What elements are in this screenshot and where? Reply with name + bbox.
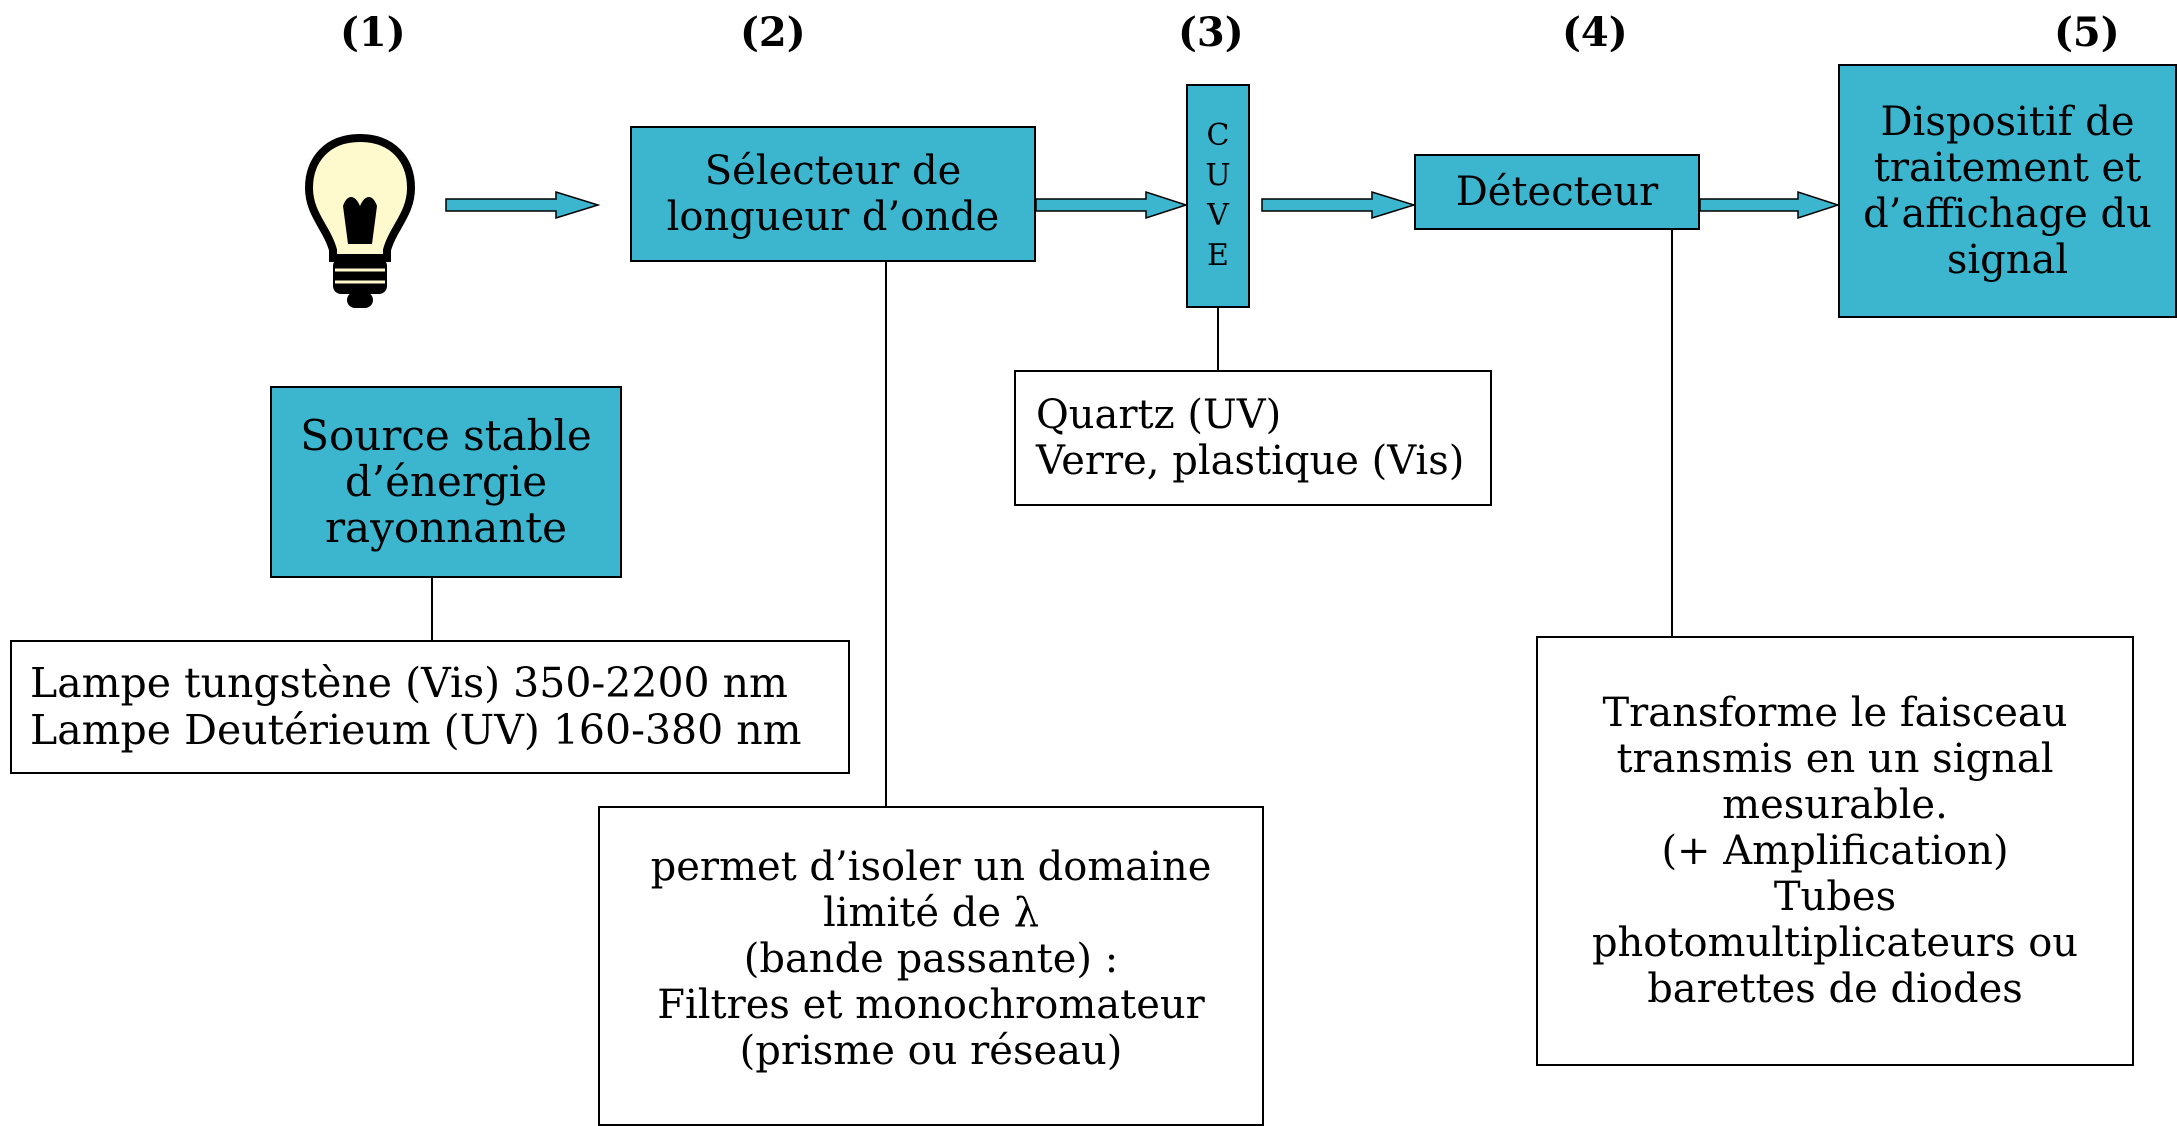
source-label-line: Source stable	[300, 411, 592, 460]
cuvette-letter: V	[1207, 198, 1229, 233]
source-label-line: rayonnante	[324, 503, 568, 552]
display-label-line: d’affichage du	[1863, 191, 2152, 237]
selector-label-line: longueur d’onde	[666, 194, 1000, 240]
display-box: Dispositif de traitement et d’affichage …	[1838, 64, 2177, 318]
cuvette-note-line: Quartz (UV)	[1036, 392, 1282, 438]
display-label-line: signal	[1946, 237, 2069, 283]
detector-note-box: Transforme le faisceau transmis en un si…	[1536, 636, 2134, 1066]
arrow-cuvette-to-detector	[1261, 190, 1417, 220]
display-label-line: traitement et	[1873, 145, 2142, 191]
source-note-line: Lampe Deutérieum (UV) 160-380 nm	[30, 706, 802, 754]
detector-note-line: transmis en un signal	[1616, 736, 2054, 782]
source-label-line: d’énergie	[344, 457, 548, 506]
step-number-4: (4)	[1562, 9, 1628, 56]
arrow-selector-to-cuvette	[1035, 190, 1189, 220]
detector-box: Détecteur	[1414, 154, 1700, 230]
selector-label-line: Sélecteur de	[704, 148, 962, 194]
selector-note-line: (bande passante) :	[743, 936, 1119, 982]
cuvette-letter: E	[1207, 238, 1229, 273]
cuvette-note-line: Verre, plastique (Vis)	[1036, 438, 1465, 484]
selector-note-box: permet d’isoler un domaine limité de λ (…	[598, 806, 1264, 1126]
detector-note-line: photomultiplicateurs ou	[1591, 920, 2079, 966]
source-note-box: Lampe tungstène (Vis) 350-2200 nm Lampe …	[10, 640, 850, 774]
step-number-2: (2)	[740, 9, 806, 56]
cuvette-box: C U V E	[1186, 84, 1250, 308]
detector-note-line: mesurable.	[1722, 782, 1948, 828]
step-number-1: (1)	[340, 9, 406, 56]
step-number-3: (3)	[1178, 9, 1244, 56]
source-box: Source stable d’énergie rayonnante	[270, 386, 622, 578]
arrow-source-to-selector	[445, 190, 601, 220]
cuvette-note-box: Quartz (UV) Verre, plastique (Vis)	[1014, 370, 1492, 506]
step-number-5: (5)	[2054, 9, 2120, 56]
cuvette-letter: U	[1205, 158, 1231, 193]
detector-note-line: (+ Amplification)	[1661, 828, 2009, 874]
selector-note-line: Filtres et monochromateur	[657, 982, 1205, 1028]
detector-note-line: Tubes	[1773, 874, 1897, 920]
cuvette-letter: C	[1206, 118, 1230, 153]
light-bulb-icon	[305, 133, 415, 308]
detector-label: Détecteur	[1455, 169, 1659, 215]
selector-note-line: limité de λ	[822, 890, 1040, 936]
source-note-line: Lampe tungstène (Vis) 350-2200 nm	[30, 659, 788, 707]
detector-note-line: barettes de diodes	[1647, 966, 2023, 1012]
detector-note-line: Transforme le faisceau	[1602, 690, 2068, 736]
arrow-detector-to-display	[1699, 190, 1841, 220]
selector-note-line: (prisme ou réseau)	[739, 1028, 1123, 1074]
selector-note-line: permet d’isoler un domaine	[650, 844, 1212, 890]
selector-box: Sélecteur de longueur d’onde	[630, 126, 1036, 262]
display-label-line: Dispositif de	[1880, 99, 2135, 145]
